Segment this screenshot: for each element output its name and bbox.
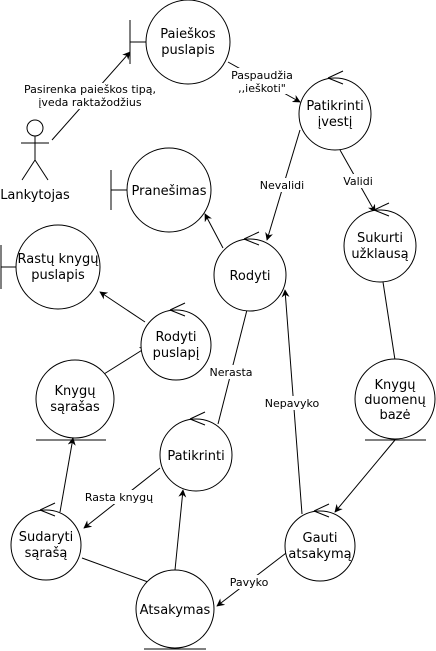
- node-label: sąrašą: [25, 546, 68, 561]
- control-rodyti-puslapi[interactable]: Rodyti puslapį: [140, 302, 212, 381]
- edge-label-search-check-1: Paspaudžia: [231, 69, 293, 82]
- node-label: įvestį: [318, 115, 353, 130]
- actor-label: Lankytojas: [0, 188, 70, 203]
- edge-label-validi: Validi: [343, 175, 373, 188]
- actor-head: [26, 119, 44, 137]
- entity-knygu-sarasas[interactable]: Knygų sąrašas: [35, 359, 115, 441]
- edge-atsakymas-sudaryti: [81, 557, 149, 583]
- node-label: duomenų: [364, 393, 426, 408]
- control-sudaryti-sarasa[interactable]: Sudaryti sąrašą: [10, 502, 82, 581]
- node-label: Sudaryti: [19, 530, 73, 545]
- node-label: Sukurti: [357, 231, 403, 246]
- edge-label-nevalidi: Nevalidi: [260, 179, 304, 192]
- node-label: Rodyti: [155, 330, 196, 345]
- control-sukurti-uzklausa[interactable]: Sukurti užklausą: [343, 202, 417, 283]
- control-patikrinti-ivesti[interactable]: Patikrinti įvestį: [298, 70, 372, 151]
- edge-label-nepavyko: Nepavyko: [265, 397, 320, 410]
- edge-label-rasta-knygu: Rasta knygų: [85, 491, 153, 504]
- boundary-rastu-knygu-puslapis[interactable]: Rastų knygų puslapis: [0, 224, 101, 310]
- actor-lankytojas: Lankytojas: [0, 119, 70, 203]
- node-label: Patikrinti: [167, 449, 224, 464]
- node-label: užklausą: [351, 247, 408, 262]
- edge-labels: Pasirenka paieškos tipą, įveda raktažodž…: [22, 68, 376, 589]
- node-label: sąrašas: [50, 400, 100, 415]
- control-patikrinti[interactable]: Patikrinti: [159, 411, 233, 492]
- node-label: Atsakymas: [140, 603, 211, 618]
- edge-patikrinti-rodyti: [217, 301, 252, 425]
- boundary-paieskos-puslapis[interactable]: Paieškos puslapis: [129, 0, 231, 85]
- edge-sukurti-db: [382, 281, 396, 361]
- node-label: Rastų knygų: [18, 252, 99, 267]
- node-label: Gauti: [303, 531, 338, 546]
- node-label: puslapis: [161, 43, 215, 58]
- entity-knygu-duomenu-baze[interactable]: Knygų duomenų bazė: [354, 358, 436, 441]
- edge-label-search-check-2: ,,ieškoti": [238, 82, 286, 95]
- edge-sudaryti-sarasas: [59, 437, 76, 513]
- edge-rodyti-pranesimas: [204, 213, 224, 249]
- edge-db-gauti: [334, 439, 396, 513]
- edge-sarasas-rodytipuslapi: [103, 346, 148, 375]
- node-label: puslapį: [153, 346, 200, 361]
- edge-label-nerasta: Nerasta: [209, 366, 252, 379]
- edge-rodytipuslapi-rastu: [99, 291, 146, 323]
- node-label: Patikrinti: [306, 99, 363, 114]
- node-label: Knygų: [55, 384, 96, 399]
- entity-atsakymas[interactable]: Atsakymas: [135, 569, 215, 650]
- edge-label-actor-search-2: įveda raktažodžius: [38, 96, 142, 109]
- node-label: bazė: [379, 408, 410, 423]
- edge-label-pavyko: Pavyko: [230, 576, 269, 589]
- node-label: Pranešimas: [132, 184, 207, 199]
- control-gauti-atsakyma[interactable]: Gauti atsakymą: [284, 503, 356, 582]
- node-label: puslapis: [31, 268, 85, 283]
- edge-atsakymas-patikrinti: [174, 489, 187, 571]
- node-label: Rodyti: [229, 269, 270, 284]
- edge-label-actor-search-1: Pasirenka paieškos tipą,: [24, 83, 156, 96]
- boundary-pranesimas[interactable]: Pranešimas: [110, 147, 212, 233]
- control-rodyti[interactable]: Rodyti: [213, 231, 287, 312]
- node-label: Paieškos: [160, 27, 216, 42]
- node-label: Knygų: [375, 378, 416, 393]
- node-label: atsakymą: [288, 547, 351, 562]
